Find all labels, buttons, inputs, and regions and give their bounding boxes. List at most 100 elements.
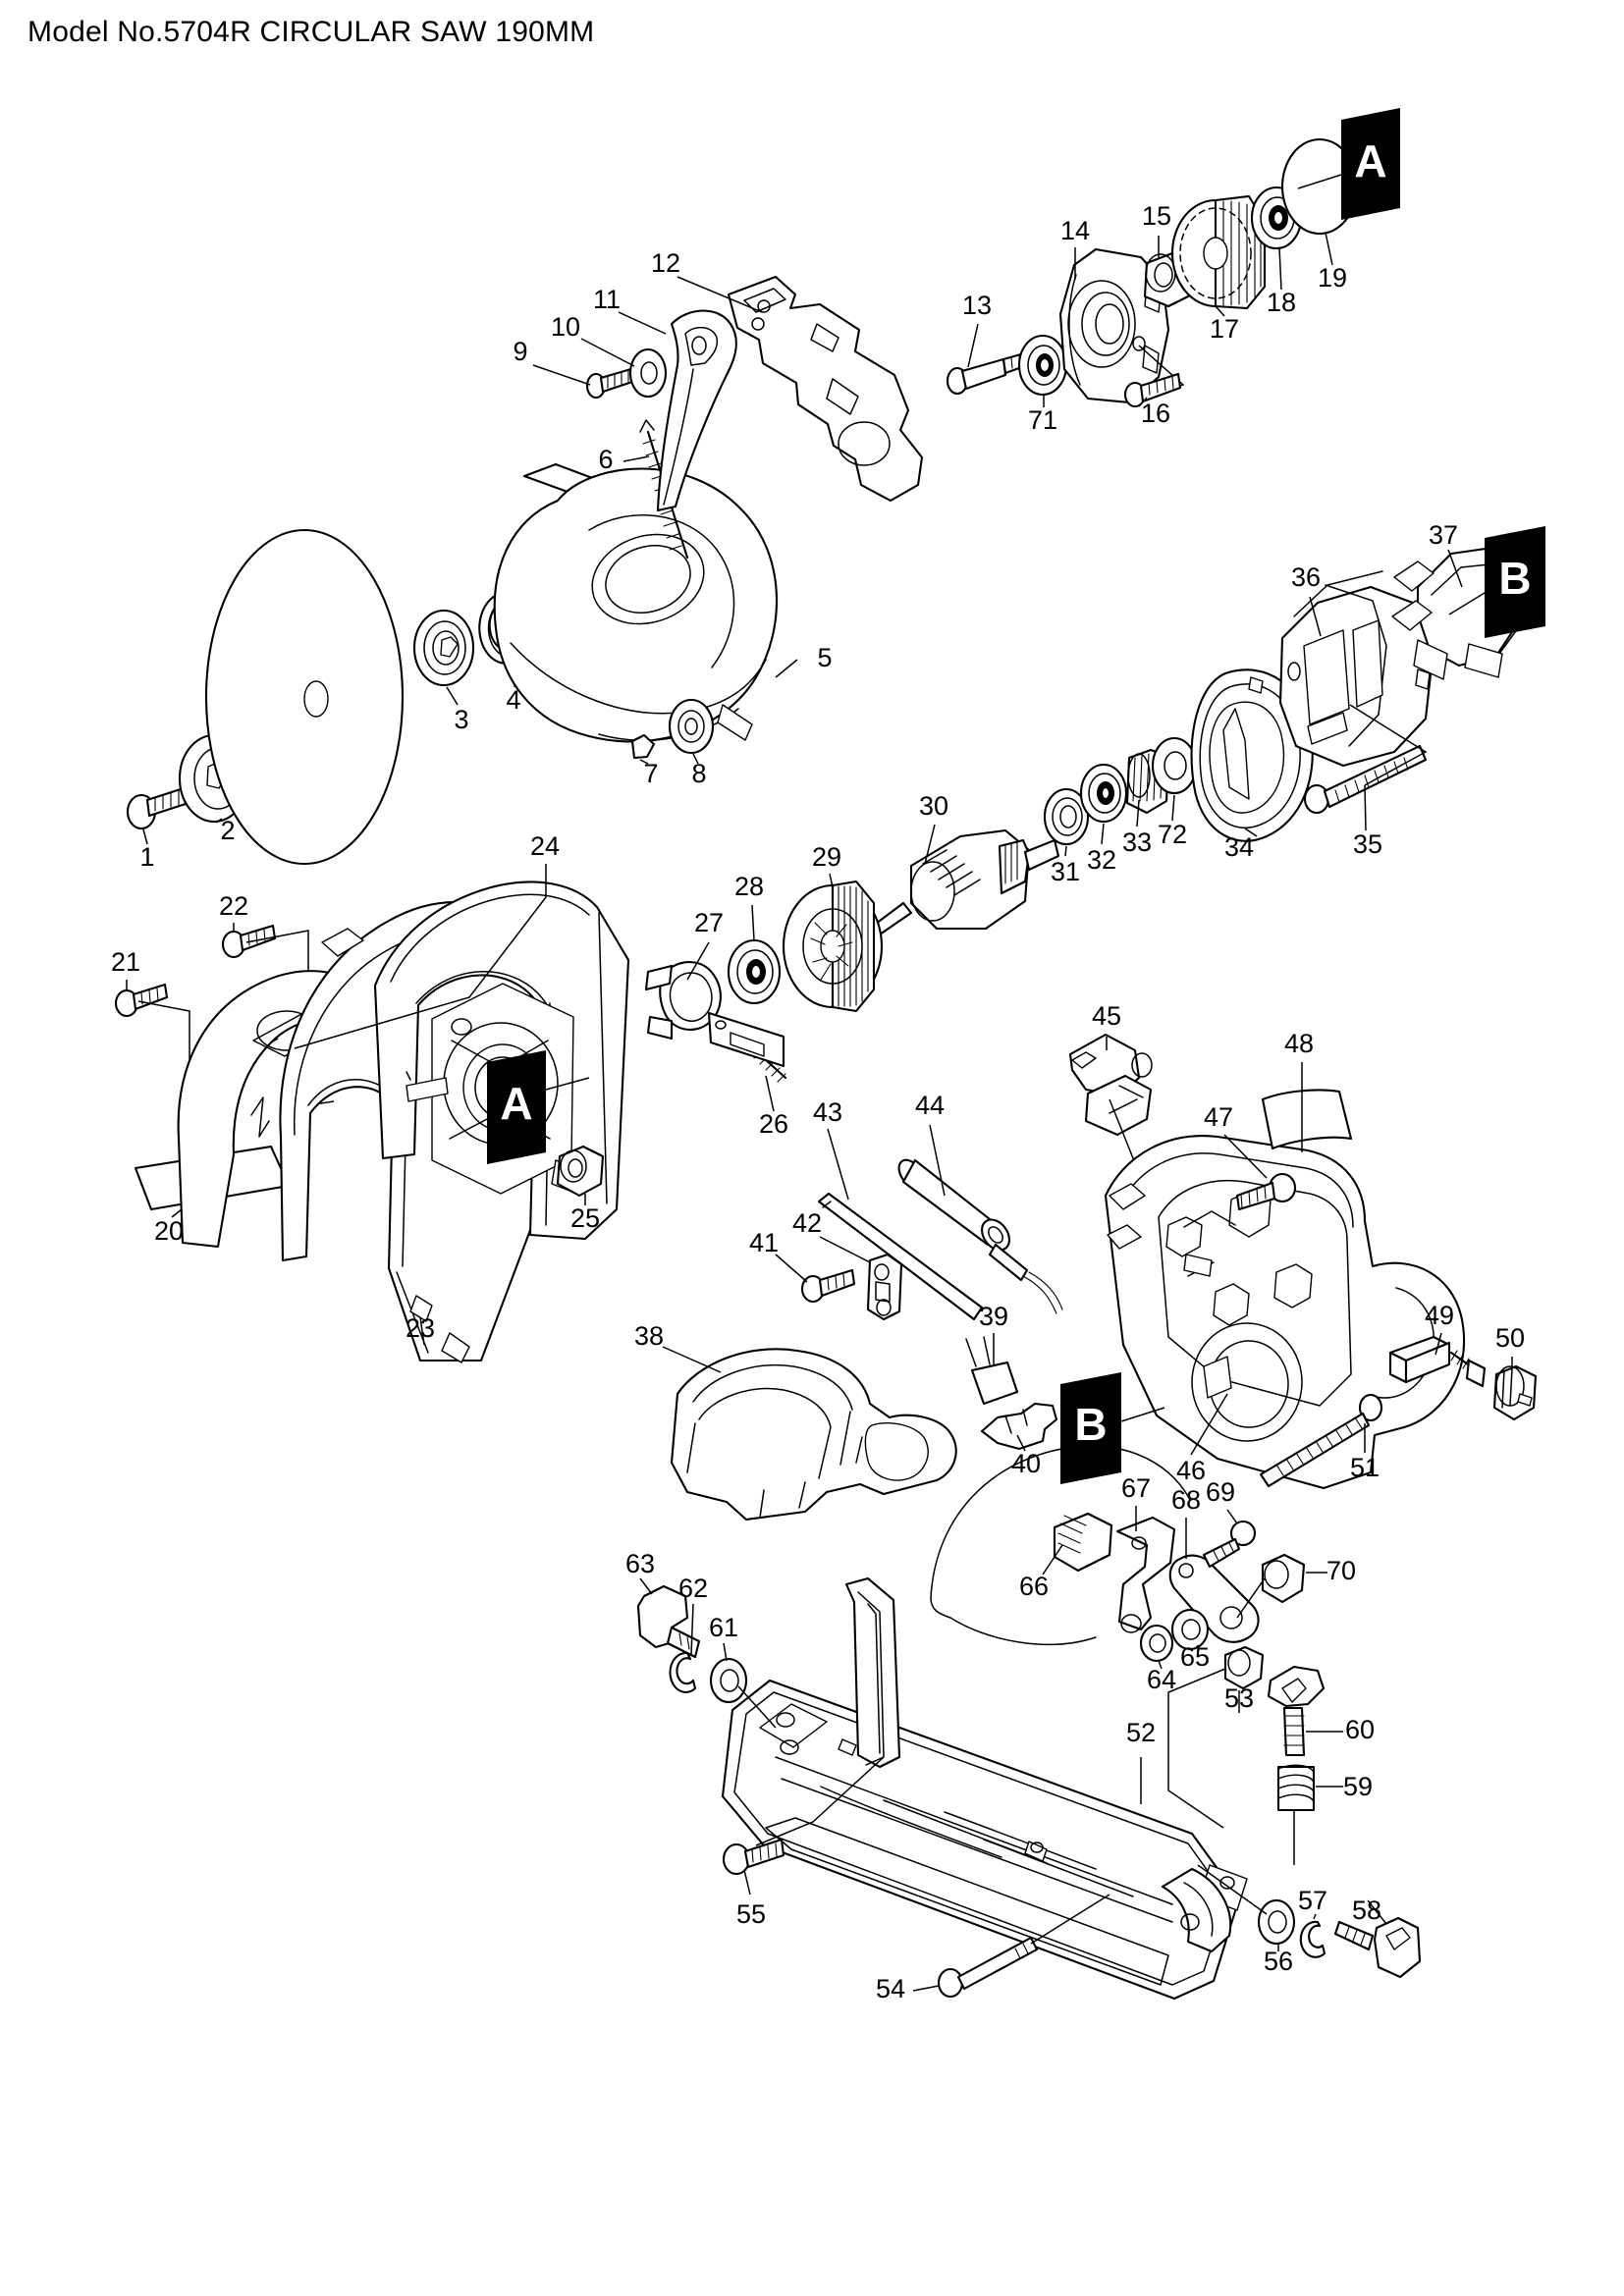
part-44-power-cord <box>897 1124 1063 1314</box>
part-number-14: 14 <box>1060 216 1090 245</box>
part-number-48: 48 <box>1284 1029 1314 1058</box>
part-64-washer <box>1139 1624 1174 1670</box>
part-number-3: 3 <box>454 705 468 734</box>
part-7-pin <box>630 733 656 765</box>
part-group-motor-housing <box>1068 1033 1466 1490</box>
part-3-inner-flange <box>412 609 475 706</box>
part-number-25: 25 <box>570 1203 600 1233</box>
part-number-68: 68 <box>1171 1485 1201 1515</box>
page-title: Model No.5704R CIRCULAR SAW 190MM <box>27 16 595 48</box>
part-28-bearing <box>727 904 782 1005</box>
part-58-wing-bolt <box>1333 1899 1422 1979</box>
part-51-long-screw <box>1259 1393 1383 1488</box>
part-number-64: 64 <box>1147 1665 1176 1694</box>
svg-text:B: B <box>1498 553 1531 604</box>
part-31-bearing <box>1043 787 1090 857</box>
part-number-44: 44 <box>915 1091 945 1120</box>
part-number-20: 20 <box>154 1216 184 1246</box>
part-number-32: 32 <box>1087 845 1116 875</box>
part-number-19: 19 <box>1318 263 1347 293</box>
part-number-60: 60 <box>1345 1715 1375 1744</box>
part-number-71: 71 <box>1028 405 1057 435</box>
part-number-62: 62 <box>678 1574 708 1603</box>
part-group-guard-housing <box>114 864 884 1363</box>
callout-A-mid: A <box>487 1050 590 1164</box>
part-49-carbon-brush <box>1388 1332 1487 1388</box>
part-number-63: 63 <box>625 1549 655 1578</box>
part-66-guard-spring-holder <box>1042 1512 1113 1575</box>
part-29-spiral-bevel-gear <box>782 873 884 1013</box>
part-43-cord-guard-tube <box>817 1128 984 1321</box>
part-number-57: 57 <box>1298 1886 1327 1915</box>
part-number-49: 49 <box>1425 1301 1454 1330</box>
part-number-33: 33 <box>1122 828 1152 857</box>
part-number-22: 22 <box>219 891 248 921</box>
part-group-lever-link <box>532 275 924 512</box>
part-number-42: 42 <box>792 1208 822 1238</box>
svg-text:A: A <box>1354 135 1386 187</box>
part-number-17: 17 <box>1210 314 1239 344</box>
part-57-washer <box>1299 1913 1326 1958</box>
part-number-39: 39 <box>979 1302 1008 1331</box>
part-55-screw <box>722 1756 885 1896</box>
part-63-lever <box>636 1577 701 1659</box>
part-number-47: 47 <box>1204 1102 1233 1132</box>
part-number-27: 27 <box>694 908 724 937</box>
part-11-lever <box>618 309 737 512</box>
callout-B-right: B <box>1448 526 1545 638</box>
part-1-hex-bolt <box>126 785 190 845</box>
part-number-45: 45 <box>1092 1001 1121 1031</box>
part-number-65: 65 <box>1180 1642 1210 1672</box>
part-group-base-plate <box>636 1445 1422 2001</box>
part-number-56: 56 <box>1264 1947 1293 1976</box>
part-16-screw <box>1123 372 1182 408</box>
part-8-washer <box>668 698 715 765</box>
part-34-baffle-plate <box>1190 668 1314 842</box>
part-56-washer <box>1197 1864 1296 1951</box>
part-9-screw <box>532 364 637 400</box>
part-69-screw <box>1202 1509 1257 1569</box>
part-group-spindle-assembly <box>946 137 1359 408</box>
part-number-46: 46 <box>1176 1456 1206 1485</box>
part-number-34: 34 <box>1224 832 1254 862</box>
part-number-29: 29 <box>812 842 841 872</box>
part-32-bearing <box>1079 763 1128 845</box>
part-40-switch-lever <box>980 1402 1058 1452</box>
part-number-55: 55 <box>736 1899 766 1929</box>
part-number-69: 69 <box>1206 1477 1235 1507</box>
callout-markers: A B A B <box>487 108 1545 1484</box>
part-number-12: 12 <box>651 248 680 278</box>
part-number-52: 52 <box>1126 1718 1156 1747</box>
part-number-43: 43 <box>813 1097 842 1127</box>
svg-text:A: A <box>500 1078 532 1129</box>
part-41-screw <box>775 1254 856 1304</box>
part-number-28: 28 <box>734 872 764 901</box>
part-group-handle-cord <box>662 1124 1063 1522</box>
lower-guard-outline <box>930 1445 1191 1646</box>
part-number-5: 5 <box>817 643 832 672</box>
part-72-washer <box>1151 736 1198 822</box>
part-10-washer <box>580 338 668 399</box>
part-number-18: 18 <box>1267 288 1296 317</box>
part-48-rating-label <box>1261 1062 1353 1152</box>
part-number-30: 30 <box>919 791 948 821</box>
part-number-21: 21 <box>111 947 140 977</box>
part-38-handle-cover <box>662 1346 957 1522</box>
part-17-helical-gear <box>1170 194 1267 317</box>
part-54-bolt <box>912 1894 1110 1999</box>
part-number-31: 31 <box>1051 857 1080 886</box>
part-36-field-stator <box>1278 570 1435 768</box>
part-group-carbon-brush <box>1388 1332 1538 1421</box>
part-53-nut <box>1167 1645 1265 1829</box>
part-number-41: 41 <box>749 1228 779 1257</box>
part-71-bearing <box>1017 334 1068 407</box>
part-number-16: 16 <box>1141 399 1170 428</box>
part-number-36: 36 <box>1291 562 1321 592</box>
part-67-link-arm <box>1115 1506 1176 1633</box>
part-number-1: 1 <box>139 842 154 872</box>
part-number-10: 10 <box>551 312 580 342</box>
part-number-11: 11 <box>593 285 621 314</box>
part-14-gear-housing <box>1058 247 1185 404</box>
